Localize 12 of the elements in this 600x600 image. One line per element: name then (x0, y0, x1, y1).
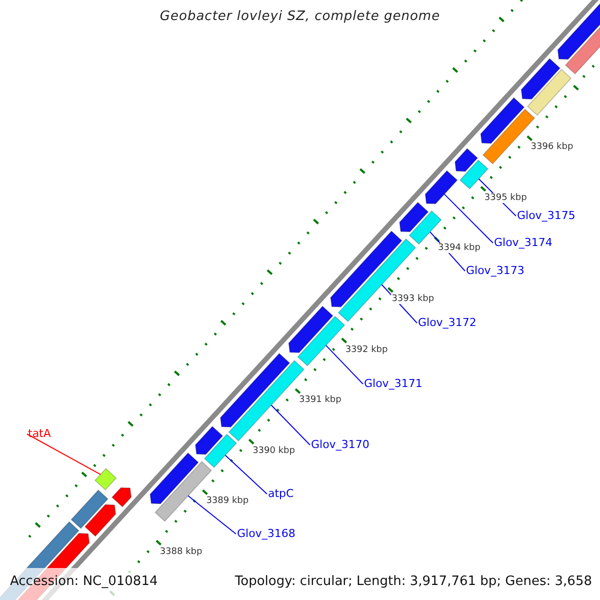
scale-label: 3394 kbp (437, 243, 482, 254)
scale-label: 3395 kbp (483, 192, 528, 203)
scale-label: 3392 kbp (344, 344, 389, 354)
scale-label: 3389 kbp (205, 496, 250, 506)
genome-info-text: Topology: circular; Length: 3,917,761 bp; Genes: 3,658 (234, 574, 592, 589)
title: Geobacter lovleyi SZ, complete genome (158, 9, 442, 24)
accession-text: Accession: NC_010814 (10, 574, 158, 589)
scale-label: 3388 kbp (158, 546, 204, 557)
scale-label: 3393 kbp (390, 294, 436, 304)
scale-label: 3390 kbp (252, 446, 296, 456)
scale-label: 3391 kbp (298, 395, 342, 406)
scale-label: 3396 kbp (530, 142, 574, 152)
